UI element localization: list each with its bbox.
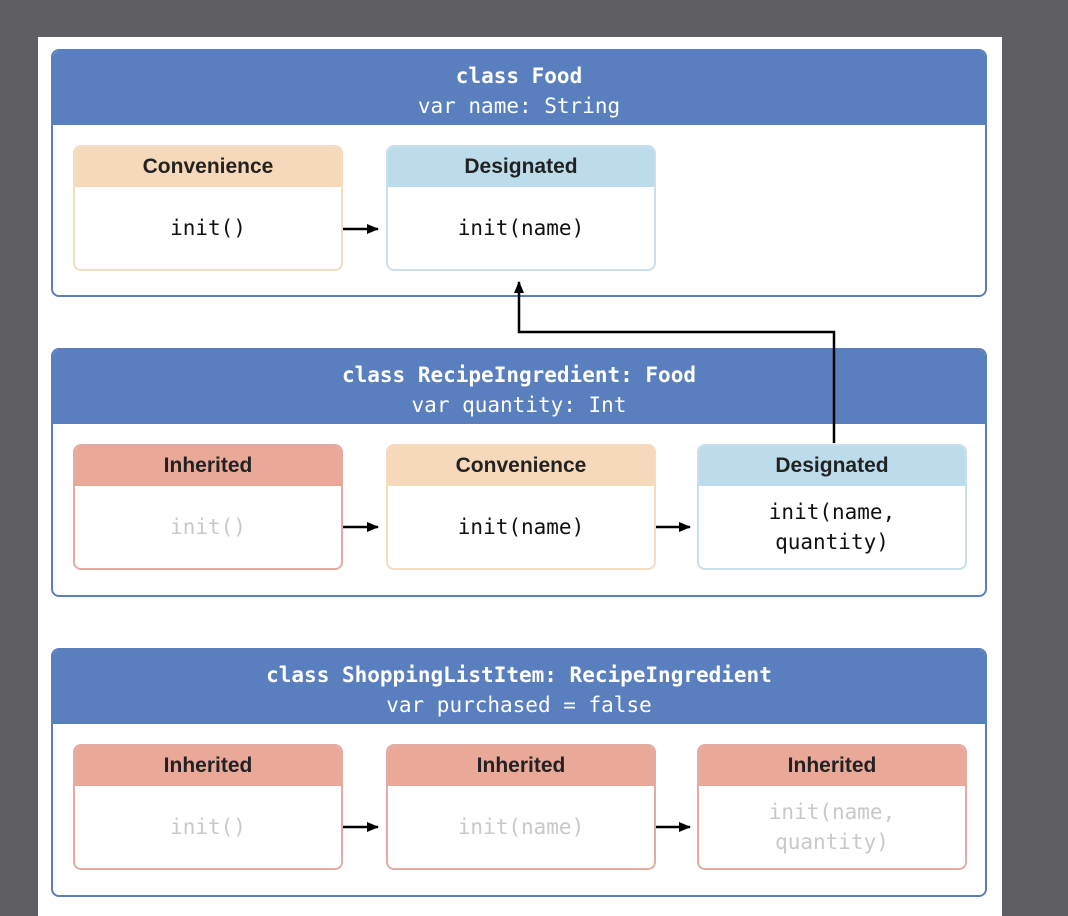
class-food-box: class Food var name: String Convenience … <box>51 49 987 297</box>
recipe-convenience-init: Convenience init(name) <box>386 444 656 570</box>
class-shoppinglistitem-title: class ShoppingListItem: RecipeIngredient <box>266 663 772 687</box>
init-signature: init() <box>170 216 246 240</box>
class-food-header: class Food var name: String <box>53 51 985 125</box>
init-signature: init() <box>170 515 246 539</box>
init-kind-label: Convenience <box>388 446 654 486</box>
class-shoppinglistitem-box: class ShoppingListItem: RecipeIngredient… <box>51 648 987 897</box>
shopping-inherited-init-1: Inherited init() <box>73 744 343 870</box>
init-kind-label: Convenience <box>75 147 341 187</box>
init-signature: init(name) <box>457 515 585 539</box>
shopping-inherited-init-2: Inherited init(name) <box>386 744 656 870</box>
init-kind-label: Inherited <box>388 746 654 786</box>
class-recipeingredient-header: class RecipeIngredient: Food var quantit… <box>53 350 985 424</box>
init-kind-label: Designated <box>699 446 965 486</box>
class-shoppinglistitem-header: class ShoppingListItem: RecipeIngredient… <box>53 650 985 724</box>
init-kind-label: Inherited <box>699 746 965 786</box>
init-signature: init(name) <box>457 815 585 839</box>
init-kind-label: Inherited <box>75 746 341 786</box>
init-signature: init(name) <box>457 216 585 240</box>
init-signature: init(name, quantity) <box>768 500 896 554</box>
recipe-designated-init: Designated init(name, quantity) <box>697 444 967 570</box>
class-recipeingredient-box: class RecipeIngredient: Food var quantit… <box>51 348 987 597</box>
init-signature: init() <box>170 815 246 839</box>
recipe-inherited-init: Inherited init() <box>73 444 343 570</box>
init-kind-label: Inherited <box>75 446 341 486</box>
class-recipeingredient-property: var quantity: Int <box>411 393 627 417</box>
init-signature: init(name, quantity) <box>768 800 896 854</box>
init-kind-label: Designated <box>388 147 654 187</box>
class-food-title: class Food <box>455 64 583 88</box>
class-shoppinglistitem-property: var purchased = false <box>386 693 652 717</box>
class-food-property: var name: String <box>417 94 621 118</box>
shopping-inherited-init-3: Inherited init(name, quantity) <box>697 744 967 870</box>
diagram-canvas: class Food var name: String Convenience … <box>38 37 1002 916</box>
food-convenience-init: Convenience init() <box>73 145 343 271</box>
food-designated-init: Designated init(name) <box>386 145 656 271</box>
class-recipeingredient-title: class RecipeIngredient: Food <box>341 363 696 387</box>
